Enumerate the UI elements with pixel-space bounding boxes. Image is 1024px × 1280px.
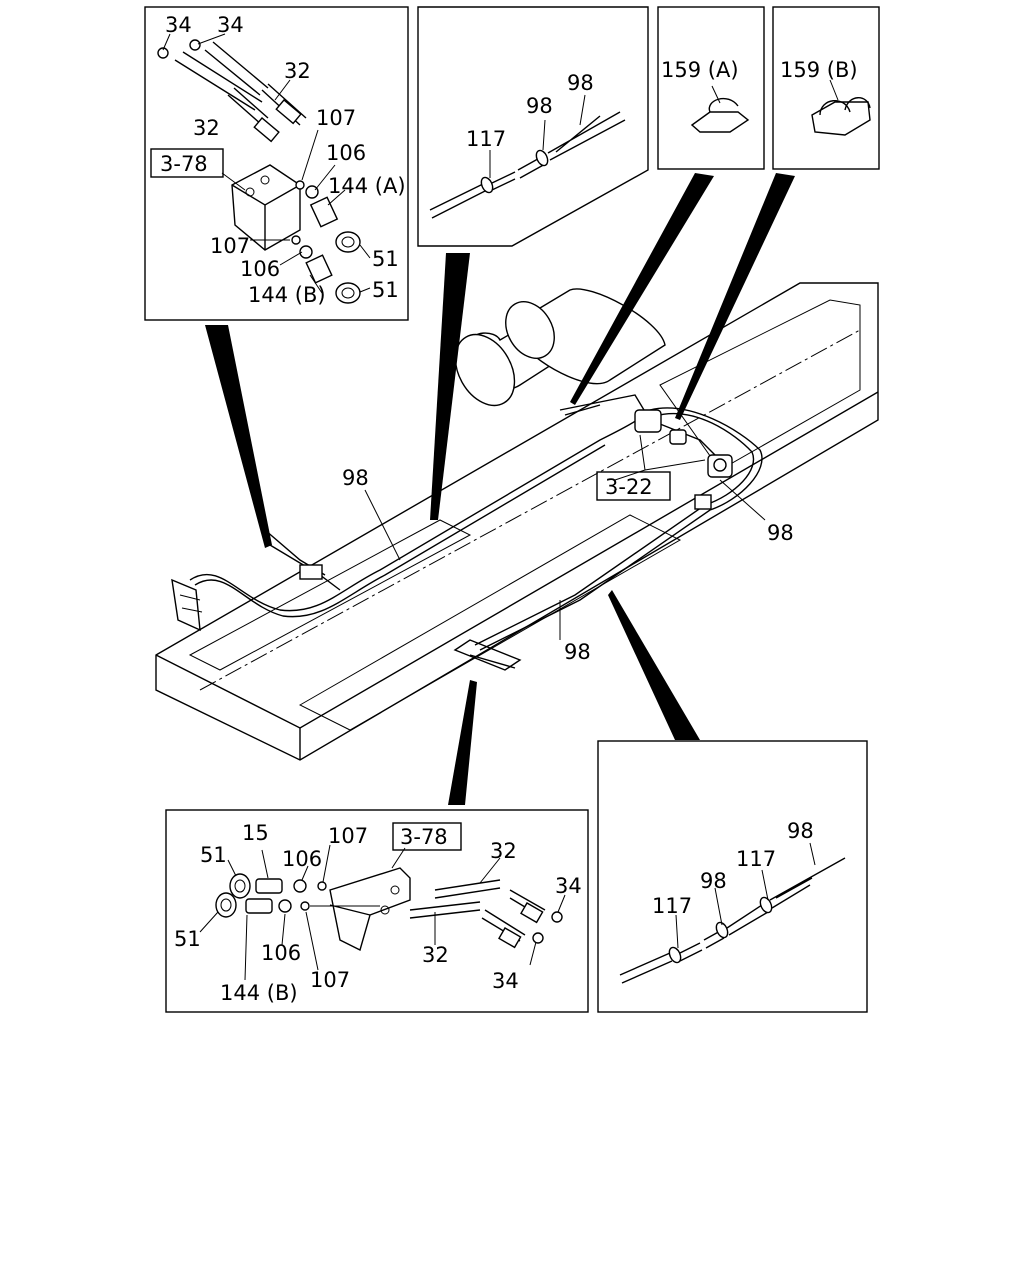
clip-a-callout: 159 (A) [661,58,739,82]
bl-callout-15: 15 [242,821,269,845]
main-callout-98b: 98 [767,521,794,545]
detail-box-rear-sleeve: 117 98 117 98 [597,740,868,1013]
detail-box-rear-connector: 51 15 106 107 3-78 32 34 51 106 107 144 … [165,809,589,1013]
bl-callout-51b: 51 [174,927,201,951]
tl-callout-107a: 107 [316,106,356,130]
bl-callout-34a: 34 [555,874,582,898]
tm-callout-117: 117 [466,127,506,151]
front-junction-bracket [171,529,326,632]
tl-callout-51a: 51 [372,247,399,271]
detail-box-clip-b: 159 (B) [772,6,880,170]
bl-callout-34b: 34 [492,969,519,993]
br-callout-117b: 117 [736,847,776,871]
detail-box-front-connector: 34 34 32 32 107 106 144 (A) 3-78 107 106… [144,6,409,321]
bl-callout-106b: 106 [261,941,301,965]
tl-callout-51b: 51 [372,278,399,302]
bl-callout-106a: 106 [282,847,322,871]
main-callout-98a: 98 [342,466,369,490]
tl-callout-106a: 106 [326,141,366,165]
ref-box-3-22 [596,471,671,501]
br-callout-98b: 98 [700,869,727,893]
tl-callout-3-78: 3-78 [160,152,208,176]
bl-callout-32a: 32 [490,839,517,863]
clip-b-callout: 159 (B) [780,58,858,82]
tl-callout-106b: 106 [240,257,280,281]
bl-callout-107a: 107 [328,824,368,848]
br-callout-98a: 98 [787,819,814,843]
tl-callout-32b: 32 [193,116,220,140]
detail-box-clip-a: 159 (A) [657,6,765,170]
view-pointer-wedges [205,173,795,805]
tl-callout-34b: 34 [217,13,244,37]
detail-box-pipe-sleeve: 117 98 98 [417,6,649,247]
relay-valves [634,409,733,510]
rear-junction-bracket [453,639,522,671]
bl-callout-3-78: 3-78 [400,825,448,849]
tl-callout-32a: 32 [284,59,311,83]
tm-callout-98a: 98 [567,71,594,95]
tl-callout-144a: 144 (A) [328,174,406,198]
bl-callout-107b: 107 [310,968,350,992]
bl-callout-32b: 32 [422,943,449,967]
main-callout-98c: 98 [564,640,591,664]
tm-callout-98b: 98 [526,94,553,118]
main-callout-3-22: 3-22 [605,475,653,499]
tl-callout-107b: 107 [210,234,250,258]
bl-callout-51a: 51 [200,843,227,867]
br-callout-117a: 117 [652,894,692,918]
bl-callout-144b: 144 (B) [220,981,298,1005]
tl-callout-144b: 144 (B) [248,283,326,307]
tl-callout-34a: 34 [165,13,192,37]
